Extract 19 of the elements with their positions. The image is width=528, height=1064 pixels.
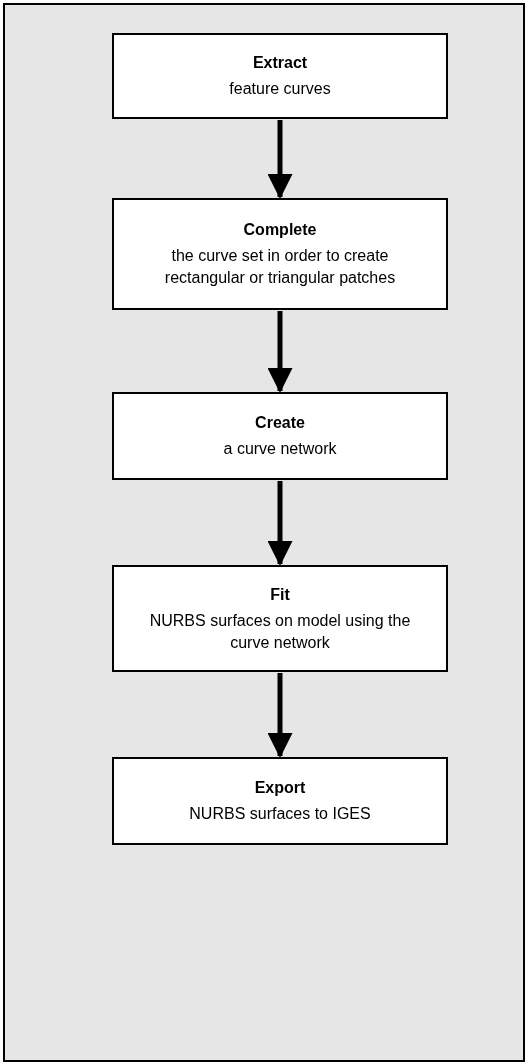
- process-box: [112, 757, 448, 845]
- arrow: [267, 481, 293, 566]
- arrow: [267, 673, 293, 758]
- step-title: Extract: [252, 53, 308, 73]
- arrow: [267, 311, 293, 393]
- process-box: [112, 198, 448, 310]
- process-box: [112, 392, 448, 480]
- step-description: feature curves: [229, 79, 331, 99]
- step-description: the curve set in order to create rectangular or triangular patches: [163, 246, 397, 288]
- process-box: [112, 565, 448, 672]
- step-description: NURBS surfaces to IGES: [189, 804, 371, 824]
- step-title: Fit: [270, 584, 290, 605]
- step-description: NURBS surfaces on model using the curve network: [148, 610, 412, 653]
- step-title: Export: [254, 778, 306, 798]
- step-title: Complete: [243, 220, 317, 240]
- process-box: [112, 33, 448, 119]
- step-description: a curve network: [223, 439, 337, 459]
- arrow: [267, 120, 293, 199]
- step-title: Create: [255, 413, 305, 433]
